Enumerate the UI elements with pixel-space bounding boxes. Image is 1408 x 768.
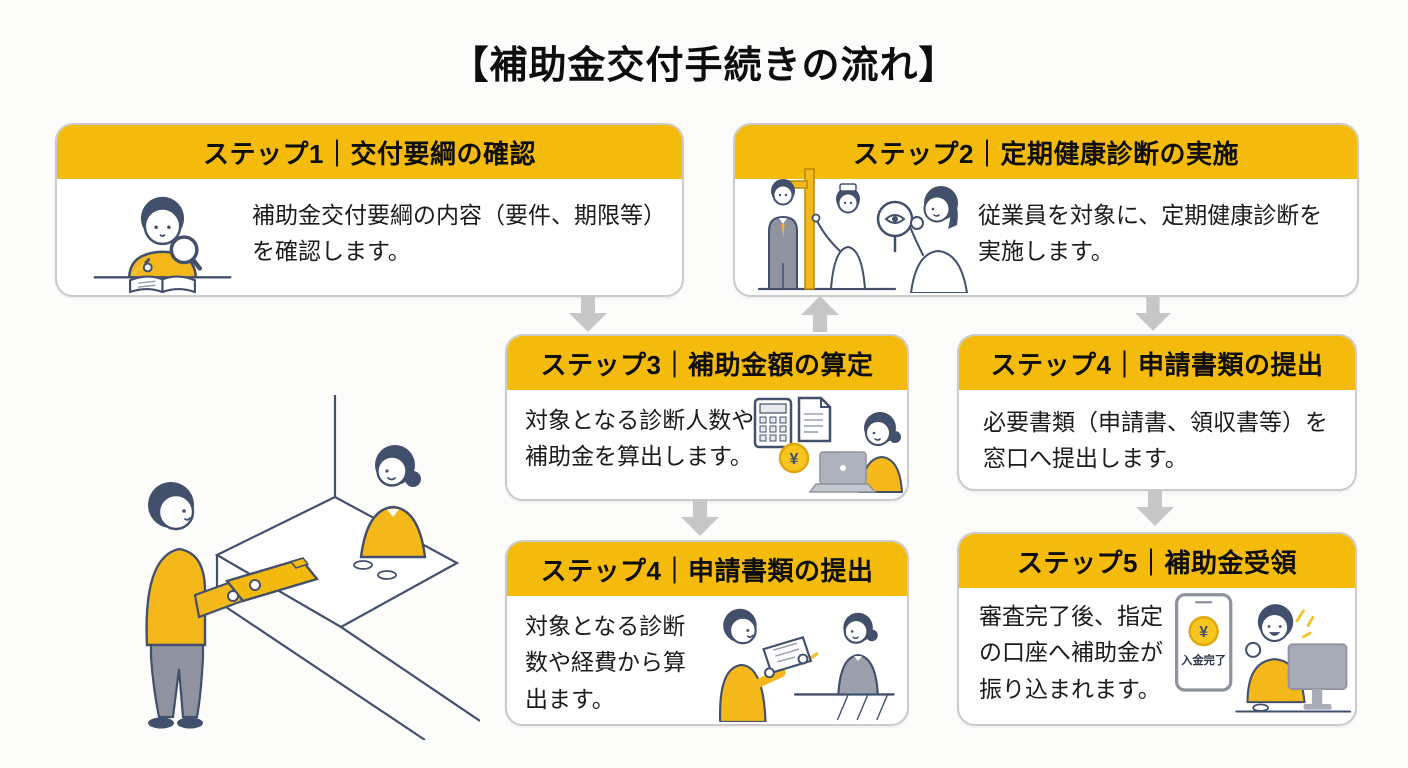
sparkle-icon: [1295, 609, 1315, 639]
counter-handover-illustration: [145, 395, 480, 740]
step4-right-card: ステップ4｜申請書類の提出 必要書類（申請書、領収書等）を窓口へ提出します。: [957, 334, 1357, 491]
yen-symbol: ¥: [1199, 624, 1208, 641]
page-title: 【補助金交付手続きの流れ】: [450, 45, 958, 87]
arrow-up-step3-to-step2-icon: [801, 296, 839, 332]
pencil-icon: [132, 258, 151, 276]
magnifier-icon: [169, 235, 203, 271]
clerk-woman: [353, 445, 427, 580]
payment-received-illustration: ¥ 入金完了: [1174, 593, 1352, 713]
step4-right-description: 必要書類（申請書、領収書等）を窓口へ提出します。: [983, 409, 1328, 472]
document-submission-illustration: [719, 608, 895, 722]
step2-card: ステップ2｜定期健康診断の実施: [733, 123, 1359, 297]
step5-description: 審査完了後、指定の口座へ補助金が振り込まれます。: [979, 603, 1163, 702]
step4-bottom-card: ステップ4｜申請書類の提出: [505, 540, 909, 726]
phone-screen-label: 入金完了: [1181, 653, 1226, 667]
calculation-illustration: ¥: [753, 396, 904, 493]
step2-description: 従業員を対象に、定期健康診断を実施します。: [978, 202, 1323, 265]
smartphone-icon: ¥ 入金完了: [1174, 593, 1233, 692]
eye-test-woman: [876, 186, 969, 293]
nurse: [811, 183, 867, 290]
eye-occluder-icon: [876, 200, 914, 253]
yen-coin-icon: [1188, 616, 1219, 647]
step1-description: 補助金交付要綱の内容（要件、期限等）を確認します。: [252, 202, 666, 265]
step2-header: ステップ2｜定期健康診断の実施: [735, 125, 1357, 179]
arrow-down-step2-to-step4-icon: [1135, 297, 1171, 331]
step3-card: ステップ3｜補助金額の算定 ¥: [505, 334, 909, 501]
happy-man: [1245, 604, 1306, 704]
step5-header: ステップ5｜補助金受領: [959, 534, 1355, 588]
man-submitting: [719, 608, 819, 722]
step1-header: ステップ1｜交付要綱の確認: [57, 125, 682, 179]
step5-card: ステップ5｜補助金受領 ¥ 入金完了: [957, 532, 1357, 726]
monitor-icon: [1287, 643, 1348, 710]
visitor-man: [145, 482, 320, 729]
yen-symbol: ¥: [790, 451, 799, 468]
document-icon: [797, 396, 832, 443]
application-paper-icon: [762, 635, 819, 675]
open-book-icon: [129, 275, 196, 293]
step3-description: 対象となる診断人数や補助金を算出します。: [525, 407, 755, 470]
step4-bottom-description: 対象となる診断数や経費から算出ます。: [525, 613, 686, 712]
reading-magnifier-illustration: [93, 196, 232, 293]
calculator-icon: [753, 397, 793, 449]
height-scale-icon: [786, 168, 815, 290]
step4-bottom-header: ステップ4｜申請書類の提出: [507, 542, 907, 596]
man-in-suit: [768, 179, 798, 290]
step4-right-header: ステップ4｜申請書類の提出: [959, 336, 1355, 390]
arrow-down-step1-to-step3-icon: [569, 296, 607, 332]
arrow-down-step4-to-step5-icon: [1136, 490, 1174, 526]
step3-header: ステップ3｜補助金額の算定: [507, 336, 907, 390]
arrow-down-step3-to-step4-icon: [681, 500, 719, 536]
receiving-clerk: [837, 612, 879, 696]
laptop-icon: [808, 451, 877, 493]
health-checkup-illustration: [757, 168, 969, 293]
counter: [214, 395, 480, 740]
yen-coin-icon: ¥: [778, 442, 810, 474]
step1-card: ステップ1｜交付要綱の確認 補助金交付要綱の内: [55, 123, 684, 297]
